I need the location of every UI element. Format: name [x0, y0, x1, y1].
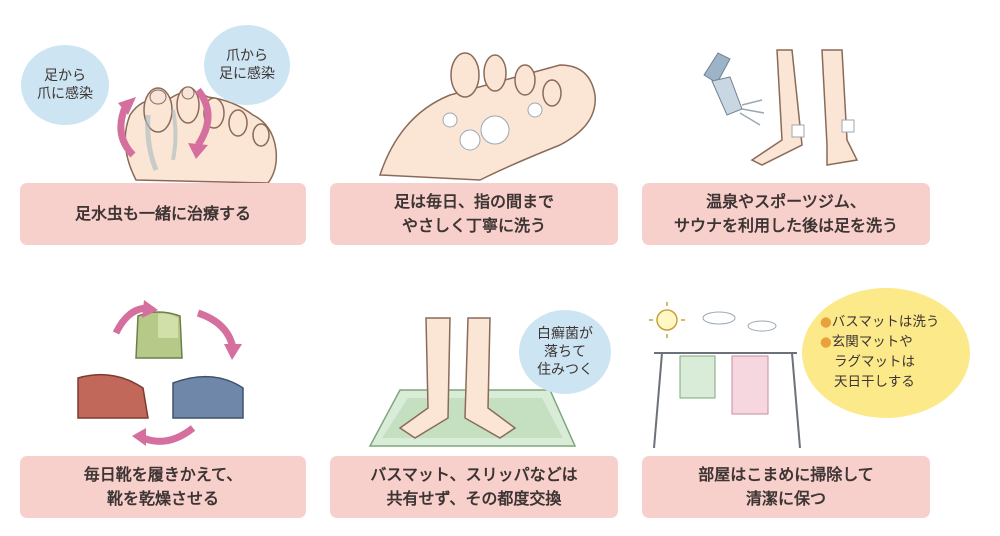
bullet-text: 天日干しする — [834, 374, 915, 390]
caption-athletes-foot: 足水虫も一緒に治療する — [20, 183, 306, 245]
bubble-foot-to-nail: 足から 爪に感染 — [21, 45, 109, 125]
caption-cleaning: 部屋はこまめに掃除して 清潔に保つ — [642, 456, 930, 518]
shower-legs-illustration — [703, 49, 859, 166]
caption-after-bath: 温泉やスポーツジム、 サウナを利用した後は足を洗う — [642, 183, 930, 245]
caption-change-shoes: 毎日靴を履きかえて、 靴を乾燥させる — [20, 456, 306, 518]
bullet-text: ラグマットは — [834, 354, 915, 370]
caption-bathmat: バスマット、スリッパなどは 共有せず、その都度交換 — [330, 456, 618, 518]
caption-line: 靴を乾燥させる — [106, 489, 219, 508]
bubble-text-line: 足に感染 — [219, 66, 275, 82]
bullet-continuation: ラグマットは — [820, 352, 939, 372]
caption-line: バスマット、スリッパなどは — [370, 465, 578, 484]
bullet-dot-icon: ● — [820, 334, 832, 350]
panel-after-bath: 温泉やスポーツジム、 サウナを利用した後は足を洗う — [642, 5, 942, 255]
caption-line: サウナを利用した後は足を洗う — [673, 216, 898, 235]
caption-line: 温泉やスポーツジム、 — [706, 192, 866, 211]
caption-line: 足水虫も一緒に治療する — [74, 204, 251, 223]
caption-line: 部屋はこまめに掃除して — [698, 465, 874, 484]
bullet-continuation: 天日干しする — [820, 372, 939, 392]
bullet-text: バスマットは洗う — [831, 314, 940, 330]
bubble-text-line: 爪に感染 — [37, 86, 93, 102]
bubble-text-line: 落ちて — [544, 344, 586, 360]
panel-athletes-foot: 足から 爪に感染 爪から 足に感染 足水虫も一緒に治療する — [18, 5, 318, 255]
bullet-dot-icon: ● — [820, 314, 832, 330]
panel-wash-feet: 足は毎日、指の間まで やさしく丁寧に洗う — [330, 5, 630, 255]
caption-line: 毎日靴を履きかえて、 — [83, 465, 243, 484]
bubble-text-line: 白癬菌が — [537, 326, 593, 342]
drying-rack-illustration — [649, 302, 801, 449]
bubble-fungus-falls: 白癬菌が 落ちて 住みつく — [519, 310, 611, 394]
panel-change-shoes: 毎日靴を履きかえて、 靴を乾燥させる — [18, 278, 318, 528]
toes-infection-illustration — [117, 86, 278, 184]
caption-wash-feet: 足は毎日、指の間まで やさしく丁寧に洗う — [330, 183, 618, 245]
panel-bathmat: 白癬菌が 落ちて 住みつく バスマット、スリッパなどは 共有せず、その都度交換 — [330, 278, 630, 528]
bubble-text-line: 足から — [44, 68, 86, 84]
shoes-rotation-illustration — [77, 300, 244, 446]
bathmat-feet-illustration — [368, 317, 577, 447]
bullet-item: ●玄関マットや — [820, 332, 939, 352]
bubble-text-line: 爪から — [226, 48, 268, 64]
caption-line: 清潔に保つ — [745, 489, 826, 508]
caption-line: 共有せず、その都度交換 — [386, 489, 562, 508]
bubble-mat-care: ●バスマットは洗う ●玄関マットや ラグマットは 天日干しする — [802, 288, 970, 418]
bullet-item: ●バスマットは洗う — [820, 312, 939, 332]
caption-line: やさしく丁寧に洗う — [401, 216, 546, 235]
panel-cleaning: ●バスマットは洗う ●玄関マットや ラグマットは 天日干しする 部屋はこまめに掃… — [642, 278, 970, 528]
bullet-text: 玄関マットや — [831, 334, 913, 350]
caption-line: 足は毎日、指の間まで — [393, 192, 554, 211]
bubble-nail-to-foot: 爪から 足に感染 — [204, 25, 290, 105]
bubble-text-line: 住みつく — [537, 362, 593, 378]
washing-feet-illustration — [378, 52, 596, 181]
